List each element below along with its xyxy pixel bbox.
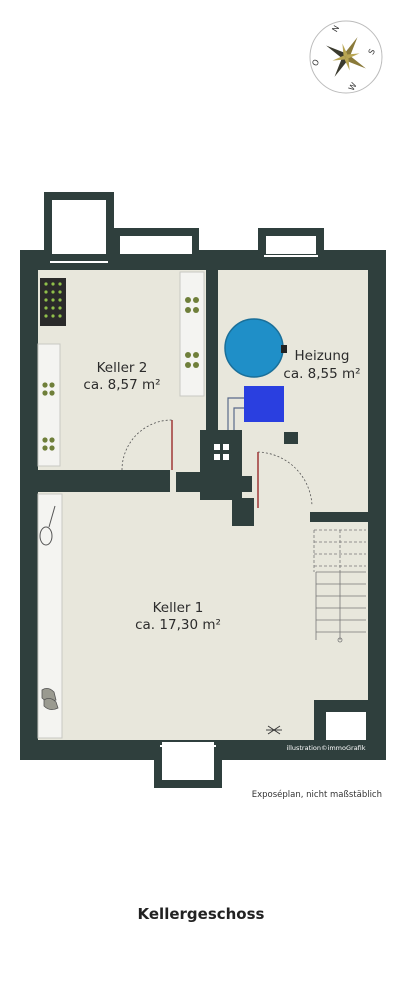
room-area-keller-1: ca. 17,30 m² (135, 617, 221, 633)
staircase (313, 529, 366, 572)
interior-walls (20, 270, 368, 742)
heating-unit (244, 386, 284, 422)
windows (50, 255, 318, 747)
room-name-keller-1: Keller 1 (153, 600, 204, 616)
shoes-icon (41, 688, 59, 710)
shaft-vents (214, 444, 229, 460)
shelf-keller-2-left (37, 343, 61, 467)
door-leaves (171, 420, 259, 508)
compass-west-label: W (347, 81, 359, 92)
stair-landing (326, 712, 366, 740)
compass-north-label: N (330, 24, 341, 34)
tennis-racket-icon (39, 505, 56, 546)
bottle-icon (185, 297, 199, 368)
heating-tank (224, 318, 284, 378)
wine-rack-icon (40, 278, 66, 326)
door-swings (121, 419, 313, 507)
illustration-credit: illustration©immoGrafik (286, 744, 365, 752)
stair-steps (315, 571, 366, 640)
light-wells (52, 200, 316, 780)
compass-rose-icon: N O S W (309, 20, 383, 94)
heating-tank-connector (281, 345, 287, 353)
floor-title: Kellergeschoss (137, 905, 265, 923)
ceiling-lamp-icon (266, 725, 282, 735)
shelf-keller-2 (179, 271, 205, 397)
room-area-keller-2: ca. 8,57 m² (83, 377, 160, 393)
room-area-heizung: ca. 8,55 m² (283, 366, 360, 382)
room-name-keller-2: Keller 2 (97, 360, 148, 376)
compass-south-label: S (367, 47, 377, 56)
room-name-heizung: Heizung (295, 348, 350, 364)
compass-east-label: O (310, 58, 321, 68)
stair-arrow-end (337, 637, 343, 643)
floor-keller-1 (38, 492, 368, 740)
plan-footnote: Exposéplan, nicht maßstäblich (251, 790, 382, 800)
heating-pipes (227, 397, 244, 430)
